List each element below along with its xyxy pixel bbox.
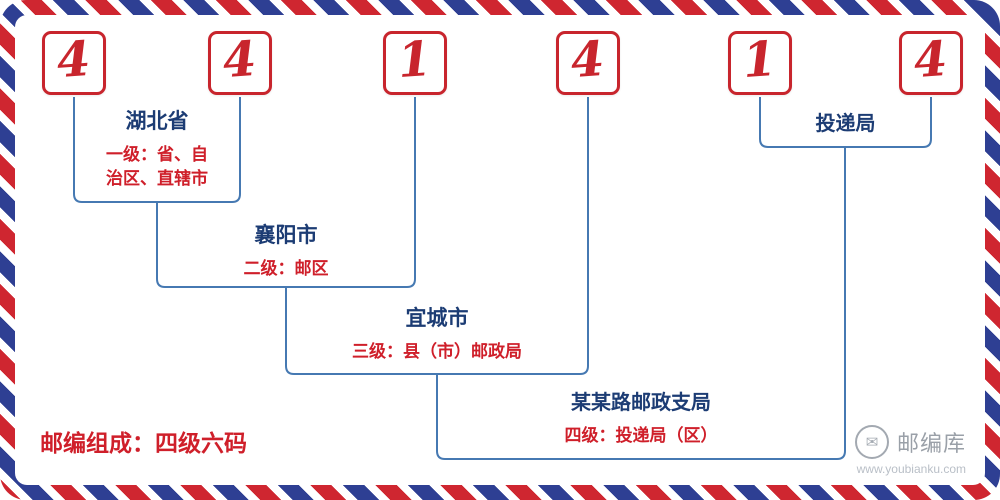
digit-box-4: 4 bbox=[556, 31, 620, 95]
site-logo: ✉ 邮编库 www.youbianku.com bbox=[854, 425, 966, 476]
digit-box-2: 4 bbox=[208, 31, 272, 95]
digit-6: 4 bbox=[912, 30, 950, 90]
level-delivery: 投递局 bbox=[760, 112, 931, 136]
county-name: 宜城市 bbox=[405, 307, 469, 330]
level-branch: 某某路邮政支局 四级：投递局（区） bbox=[437, 391, 845, 448]
branch-name: 某某路邮政支局 bbox=[571, 392, 711, 414]
level-county: 宜城市 三级：县（市）邮政局 bbox=[286, 306, 588, 364]
branch-desc: 四级：投递局（区） bbox=[564, 426, 718, 445]
district-desc: 二级：邮区 bbox=[243, 259, 329, 279]
digit-5: 1 bbox=[741, 30, 779, 90]
level-district: 襄阳市 二级：邮区 bbox=[157, 223, 415, 281]
district-name: 襄阳市 bbox=[254, 224, 318, 247]
digit-box-1: 4 bbox=[42, 31, 106, 95]
county-desc: 三级：县（市）邮政局 bbox=[352, 342, 522, 362]
site-logo-row: ✉ 邮编库 bbox=[854, 425, 966, 459]
digit-box-6: 4 bbox=[899, 31, 963, 95]
digit-1: 4 bbox=[55, 30, 93, 90]
digit-2: 4 bbox=[221, 30, 259, 90]
digit-box-3: 1 bbox=[383, 31, 447, 95]
province-desc: 一级：省、自 治区、直辖市 bbox=[106, 145, 208, 188]
province-name: 湖北省 bbox=[125, 110, 189, 133]
envelope-icon: ✉ bbox=[854, 425, 889, 459]
digit-3: 1 bbox=[396, 30, 434, 90]
site-url: www.youbianku.com bbox=[856, 462, 966, 476]
digit-box-5: 1 bbox=[728, 31, 792, 95]
site-name: 邮编库 bbox=[896, 431, 966, 456]
digit-4: 4 bbox=[569, 30, 607, 90]
delivery-name: 投递局 bbox=[815, 113, 876, 135]
level-province: 湖北省 一级：省、自 治区、直辖市 bbox=[74, 109, 240, 191]
composition-note: 邮编组成：四级六码 bbox=[40, 430, 247, 456]
